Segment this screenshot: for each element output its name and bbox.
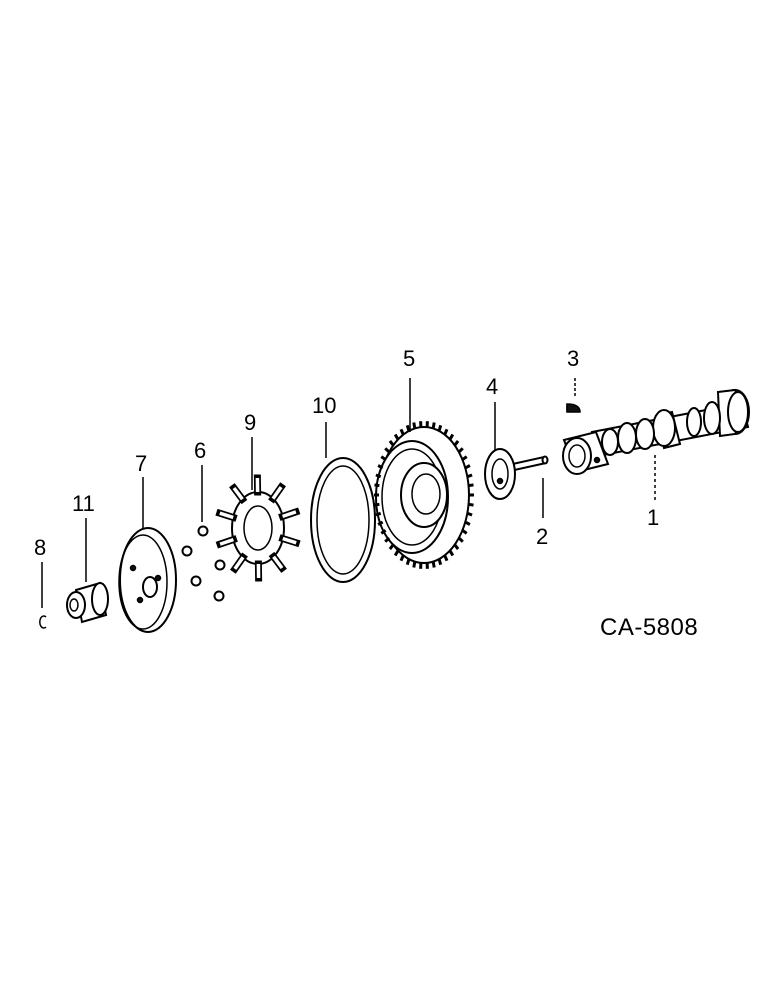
part-4-thrust-plate[interactable] bbox=[484, 402, 516, 500]
part-6-balls[interactable] bbox=[181, 465, 226, 602]
part-8-snap-ring[interactable] bbox=[39, 562, 47, 629]
callout-7: 7 bbox=[135, 451, 147, 476]
callout-2: 2 bbox=[536, 524, 548, 549]
part-7-drive-plate[interactable] bbox=[118, 477, 177, 633]
part-10-washer[interactable] bbox=[310, 422, 376, 583]
part-5-camshaft-gear[interactable] bbox=[374, 378, 474, 569]
callout-3: 3 bbox=[567, 346, 579, 371]
callout-9: 9 bbox=[244, 410, 256, 435]
callout-8: 8 bbox=[34, 535, 46, 560]
part-1-camshaft[interactable] bbox=[562, 388, 750, 500]
callout-11: 11 bbox=[72, 491, 95, 516]
callout-6: 6 bbox=[194, 438, 206, 463]
callout-5: 5 bbox=[403, 346, 415, 371]
part-11-hub[interactable] bbox=[66, 518, 109, 624]
callout-10: 10 bbox=[312, 393, 336, 418]
part-9-spider[interactable] bbox=[215, 437, 301, 582]
diagram-code: CA-5808 bbox=[600, 614, 698, 641]
callout-1: 1 bbox=[647, 505, 659, 530]
part-3-key[interactable] bbox=[566, 378, 581, 413]
gear-teeth bbox=[374, 421, 474, 569]
spider-arms bbox=[215, 474, 301, 582]
callout-4: 4 bbox=[486, 374, 498, 399]
